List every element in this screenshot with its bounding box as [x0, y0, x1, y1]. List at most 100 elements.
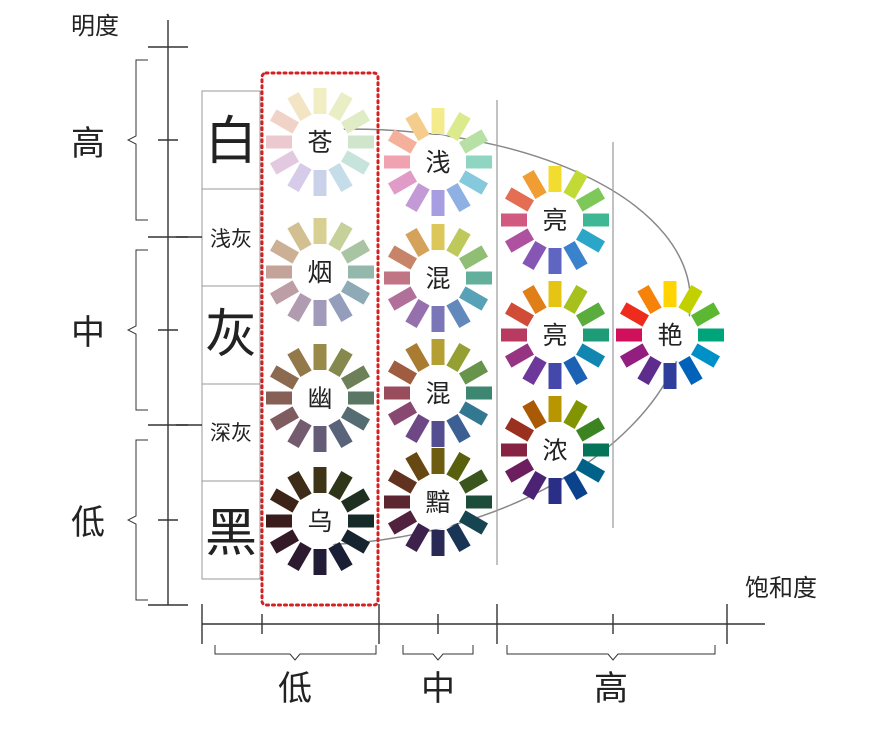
- wheel-center: [411, 251, 465, 305]
- wheel-center: [528, 308, 582, 362]
- wheel-segment: [340, 365, 371, 390]
- color-wheel-yan2: 艳: [616, 281, 724, 389]
- wheel-segment: [287, 292, 312, 323]
- wheel-segment: [384, 155, 410, 169]
- wheel-segment: [431, 339, 445, 365]
- wheel-center: [293, 245, 347, 299]
- wheel-center: [411, 475, 465, 529]
- saturation-level-low: 低: [278, 669, 312, 709]
- color-wheel-nong: 浓: [501, 396, 609, 504]
- wheel-segment: [619, 343, 650, 368]
- wheel-segment: [313, 88, 327, 114]
- wheel-segment: [663, 281, 677, 307]
- wheel-segment: [466, 386, 492, 400]
- wheel-center: [293, 371, 347, 425]
- wheel-segment: [431, 190, 445, 216]
- wheel-segment: [384, 271, 410, 285]
- wheel-segment: [269, 239, 300, 264]
- wheel-label: 浓: [542, 436, 567, 465]
- color-wheel-hun2: 混: [384, 339, 492, 447]
- wheel-segment: [287, 470, 312, 501]
- wheel-segment: [504, 187, 535, 212]
- wheel-segment: [501, 443, 527, 457]
- wheel-segment: [563, 240, 588, 271]
- wheel-segment: [466, 155, 492, 169]
- wheel-segment: [384, 386, 410, 400]
- wheel-segment: [340, 109, 371, 134]
- wheel-segment: [287, 91, 312, 122]
- gray-label-light-gray: 浅灰: [210, 227, 252, 251]
- wheel-segment: [548, 248, 562, 274]
- gray-box-black: [201, 480, 261, 580]
- wheel-segment: [522, 355, 547, 386]
- wheel-segment: [269, 150, 300, 175]
- color-wheel-wu: 乌: [266, 467, 374, 575]
- wheel-segment: [583, 443, 609, 457]
- wheel-segment: [678, 284, 703, 315]
- wheel-segment: [522, 399, 547, 430]
- wheel-label: 烟: [307, 258, 332, 287]
- wheel-segment: [431, 306, 445, 332]
- wheel-segment: [466, 495, 492, 509]
- wheel-segment: [458, 401, 489, 426]
- wheel-segment: [405, 182, 430, 213]
- color-wheel-an: 黯: [384, 448, 492, 556]
- wheel-segment: [563, 284, 588, 315]
- wheel-segment: [563, 169, 588, 200]
- wheel-segment: [504, 417, 535, 442]
- wheel-segment: [548, 166, 562, 192]
- wheel-segment: [313, 344, 327, 370]
- wheel-segment: [446, 182, 471, 213]
- wheel-segment: [269, 529, 300, 554]
- color-wheel-liang2: 亮: [501, 281, 609, 389]
- wheel-segment: [340, 150, 371, 175]
- gray-label-dark-gray: 深灰: [210, 421, 252, 445]
- brightness-level-low: 低: [71, 503, 105, 543]
- brightness-level-mid: 中: [71, 313, 105, 353]
- wheel-segment: [458, 245, 489, 270]
- wheel-segment: [575, 187, 606, 212]
- wheel-segment: [522, 284, 547, 315]
- wheel-segment: [583, 328, 609, 342]
- wheel-segment: [446, 298, 471, 329]
- wheel-segment: [405, 111, 430, 142]
- wheel-segment: [501, 328, 527, 342]
- wheel-label: 艳: [657, 321, 682, 350]
- color-wheel-you: 幽: [266, 344, 374, 452]
- wheel-segment: [328, 541, 353, 572]
- wheel-segment: [563, 355, 588, 386]
- wheel-segment: [575, 343, 606, 368]
- wheel-segment: [431, 448, 445, 474]
- wheel-segment: [405, 298, 430, 329]
- wheel-segment: [458, 360, 489, 385]
- wheel-segment: [548, 363, 562, 389]
- wheel-segment: [690, 343, 721, 368]
- wheel-segment: [504, 228, 535, 253]
- wheel-segment: [637, 355, 662, 386]
- wheel-segment: [458, 286, 489, 311]
- wheel-segment: [340, 280, 371, 305]
- wheel-segment: [405, 522, 430, 553]
- y-axis: [126, 20, 202, 606]
- wheel-segment: [340, 239, 371, 264]
- gray-label-gray: 灰: [205, 305, 257, 365]
- wheel-segment: [522, 169, 547, 200]
- x-axis-title: 饱和度: [745, 574, 817, 602]
- wheel-center: [293, 115, 347, 169]
- wheel-segment: [328, 221, 353, 252]
- wheel-segment: [287, 541, 312, 572]
- gray-label-white: 白: [205, 112, 257, 172]
- wheel-segment: [266, 391, 292, 405]
- wheel-segment: [431, 421, 445, 447]
- wheel-center: [528, 193, 582, 247]
- wheel-segment: [446, 342, 471, 373]
- wheel-label: 苍: [307, 128, 332, 157]
- wheel-segment: [328, 292, 353, 323]
- wheel-segment: [269, 406, 300, 431]
- wheel-segment: [348, 135, 374, 149]
- wheel-segment: [387, 510, 418, 535]
- wheel-segment: [266, 135, 292, 149]
- y-axis-title: 明度: [71, 12, 119, 40]
